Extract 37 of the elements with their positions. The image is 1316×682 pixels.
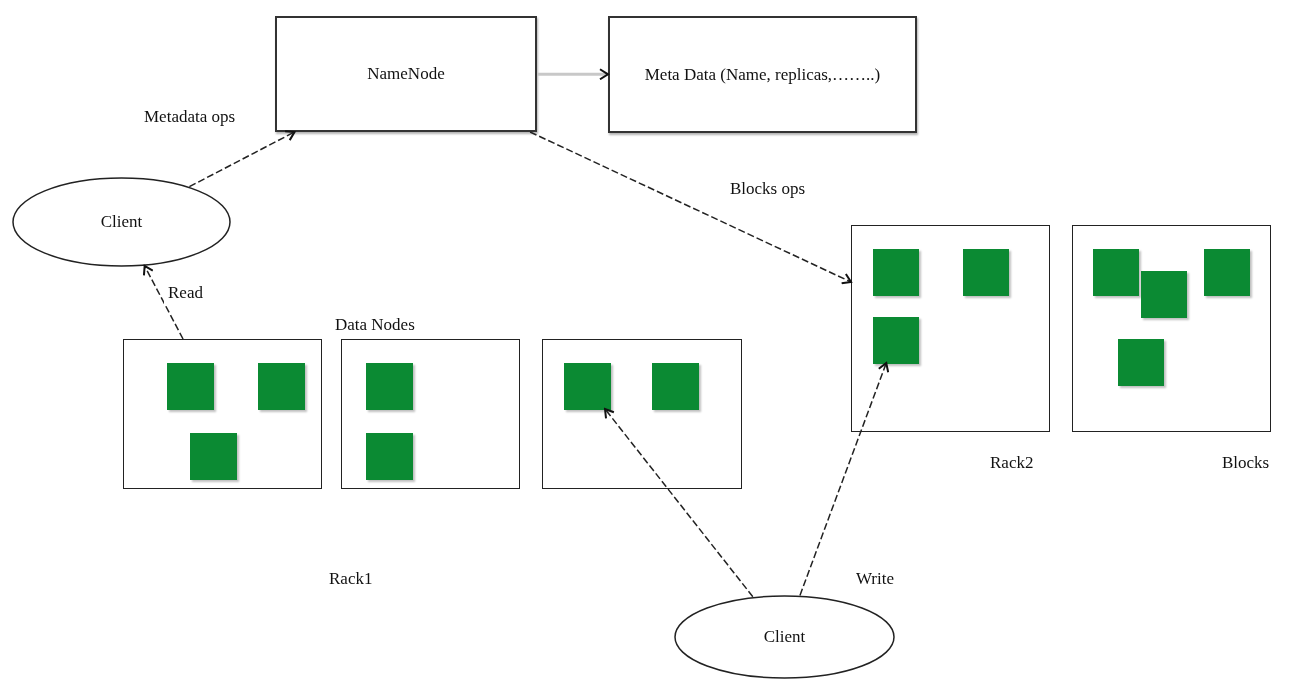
node-label: Client (100, 211, 143, 233)
node-label: Meta Data (Name, replicas,……..) (644, 63, 881, 86)
arrow (537, 68, 609, 81)
node-label: NameNode (367, 63, 445, 85)
arrow (529, 131, 852, 285)
block-square (1204, 249, 1250, 296)
block-square (963, 249, 1009, 296)
block-square (1118, 339, 1164, 386)
arrow (188, 130, 296, 188)
datanode-box (851, 225, 1050, 432)
text-label: Rack2 (990, 452, 1034, 474)
client-ellipse (12, 177, 231, 267)
client-ellipse (674, 595, 895, 679)
text-label: Blocks (1222, 452, 1270, 474)
arrow (604, 408, 754, 598)
text-label: Data Nodes (335, 314, 415, 336)
block-square (873, 249, 919, 296)
datanode-box (123, 339, 322, 489)
datanode-box (542, 339, 742, 489)
process-box (275, 16, 537, 132)
datanode-box (1072, 225, 1271, 432)
block-square (1141, 271, 1187, 318)
block-square (190, 433, 237, 480)
block-square (258, 363, 305, 410)
process-box (608, 16, 917, 133)
block-square (564, 363, 611, 410)
block-square (366, 433, 413, 480)
block-square (167, 363, 214, 410)
arrow (799, 362, 890, 597)
block-square (652, 363, 699, 410)
node-label: Client (763, 626, 806, 648)
block-square (366, 363, 413, 410)
block-square (1093, 249, 1139, 296)
block-square (873, 317, 919, 364)
text-label: Rack1 (329, 568, 373, 590)
arrow (142, 265, 184, 340)
datanode-box (341, 339, 520, 489)
